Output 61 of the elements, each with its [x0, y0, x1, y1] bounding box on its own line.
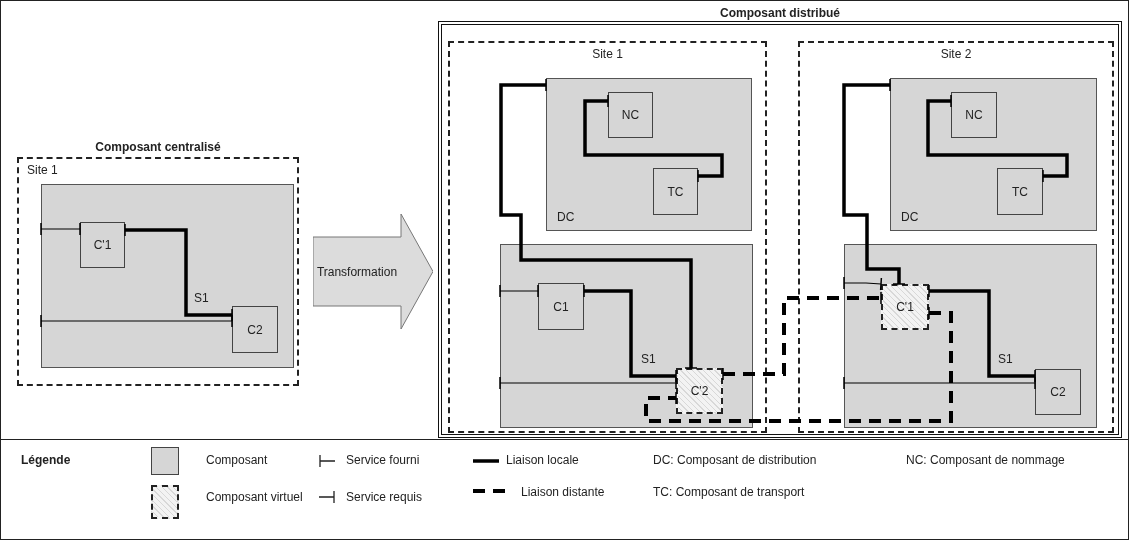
component-label: NC	[964, 108, 984, 122]
legend-title: Légende	[21, 453, 71, 467]
local-link	[843, 376, 1036, 390]
legend-label: Composant	[206, 453, 268, 467]
component-box	[546, 78, 752, 231]
component-label: TC	[666, 184, 685, 199]
component-label: C'1	[895, 300, 915, 314]
component-box	[80, 222, 125, 268]
group-heading: Composant distribué	[720, 6, 840, 20]
legend-label: Service fourni	[346, 453, 420, 467]
component-box	[232, 306, 278, 353]
transformation-arrow	[313, 214, 433, 329]
component-box	[608, 92, 653, 138]
service-label: S1	[641, 352, 656, 366]
component-label: TC	[1011, 184, 1029, 199]
legend-label: Liaison locale	[506, 453, 579, 467]
component-label: Transformation	[315, 264, 399, 279]
component-box	[997, 168, 1043, 215]
abbreviation-note: NC: Composant de nommage	[906, 453, 1065, 467]
component-box	[41, 184, 294, 368]
legend-label: Service requis	[346, 490, 423, 504]
component-box	[844, 244, 1097, 428]
component-box	[890, 78, 1097, 231]
component-label: DC	[901, 210, 919, 224]
component-label: C'2	[689, 384, 710, 398]
abbreviation-note: DC: Composant de distribution	[653, 453, 817, 467]
component-label: DC	[557, 210, 575, 224]
local-link	[583, 94, 724, 183]
component-box	[951, 92, 997, 138]
site-label: Site 2	[939, 47, 973, 61]
virtual-component-box	[881, 284, 929, 330]
component-label: C2	[1049, 385, 1067, 399]
service-label: S1	[998, 352, 1013, 366]
site-boundary	[798, 41, 1114, 433]
site-label: Site 1	[591, 47, 624, 61]
remote-link	[644, 306, 953, 423]
local-link	[499, 284, 539, 298]
local-link	[499, 376, 677, 390]
component-box	[1035, 369, 1081, 415]
component-box	[538, 283, 584, 330]
virtual-component-box	[676, 368, 723, 414]
legend-label: Liaison distante	[521, 485, 605, 499]
component-label: C1	[552, 299, 570, 314]
service-label: S1	[194, 291, 209, 305]
local-link	[40, 314, 233, 328]
group-heading: Composant centralisé	[95, 140, 221, 154]
local-link	[499, 78, 698, 369]
local-link	[843, 276, 883, 291]
component-label: C'1	[92, 238, 113, 252]
component-box	[500, 244, 753, 428]
component-label: NC	[620, 108, 641, 122]
local-link	[40, 222, 81, 236]
site-label: Site 1	[27, 163, 58, 177]
remote-link	[722, 291, 882, 381]
legend-label: Composant virtuel	[206, 490, 303, 504]
site-boundary	[448, 41, 767, 433]
local-link	[842, 78, 906, 285]
abbreviation-note: TC: Composant de transport	[653, 485, 805, 499]
component-label: C2	[246, 322, 264, 337]
local-link	[926, 94, 1069, 183]
component-box	[653, 168, 698, 215]
